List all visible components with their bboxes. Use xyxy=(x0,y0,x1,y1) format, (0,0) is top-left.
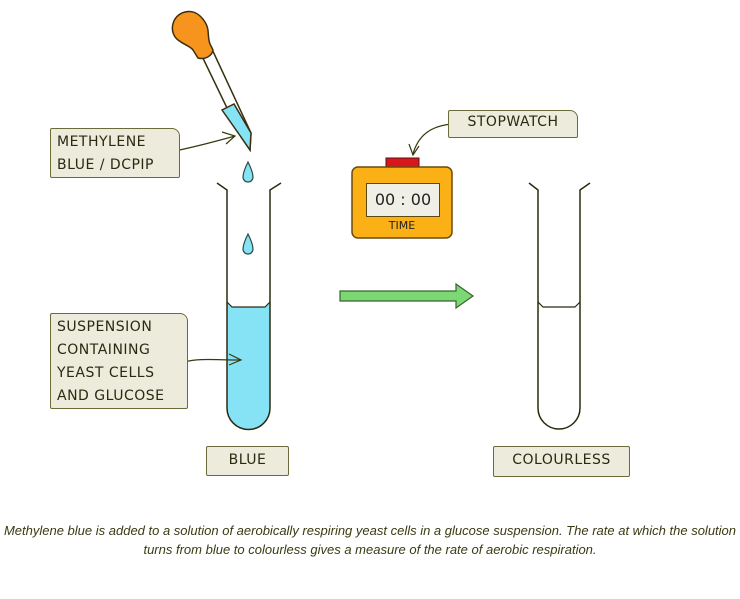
label-indicator: METHYLENE BLUE / DCPIP xyxy=(50,128,180,178)
label-line: AND GLUCOSE xyxy=(57,388,165,404)
drop-icon xyxy=(242,160,254,183)
stopwatch-display: 00 : 00 xyxy=(366,183,440,217)
test-tube-blue xyxy=(216,182,282,431)
drop-icon xyxy=(242,232,254,255)
label-line: CONTAINING xyxy=(57,342,151,358)
figure-caption: Methylene blue is added to a solution of… xyxy=(3,523,737,557)
label-suspension: SUSPENSION CONTAINING YEAST CELLS AND GL… xyxy=(50,313,188,409)
pipette-icon xyxy=(171,10,252,153)
arrow-right-icon xyxy=(339,282,475,310)
stopwatch-time-label: TIME xyxy=(388,219,416,232)
label-line: YEAST CELLS xyxy=(57,365,155,381)
label-line: SUSPENSION xyxy=(57,319,153,335)
label-line: METHYLENE xyxy=(57,134,147,150)
test-tube-colourless xyxy=(528,182,591,430)
label-stopwatch: STOPWATCH xyxy=(448,110,578,138)
label-line: BLUE / DCPIP xyxy=(57,157,154,173)
label-blue: BLUE xyxy=(206,446,289,476)
label-colourless: COLOURLESS xyxy=(493,446,630,477)
